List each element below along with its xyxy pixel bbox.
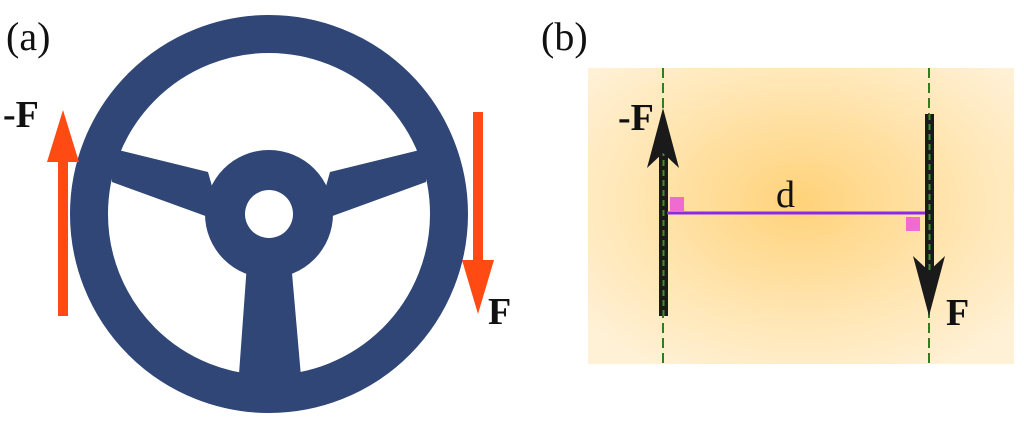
right-angle-marker-left bbox=[670, 197, 684, 211]
arrow-head-down bbox=[913, 256, 945, 316]
panel-b: (b) d -F F bbox=[541, 14, 1014, 364]
steering-wheel-icon bbox=[70, 15, 468, 413]
force-label-negative-f: -F bbox=[3, 94, 39, 136]
right-angle-marker-right bbox=[906, 217, 920, 231]
arrow-head-up bbox=[647, 108, 679, 168]
distance-label-d: d bbox=[776, 174, 795, 216]
panel-a-label: (a) bbox=[6, 14, 50, 59]
force-label-f-b: F bbox=[946, 292, 969, 334]
force-arrow-down bbox=[462, 112, 494, 314]
force-arrow-up bbox=[47, 110, 79, 316]
panel-a: (a) -F F bbox=[3, 14, 511, 413]
force-label-f: F bbox=[488, 291, 511, 333]
panel-b-label: (b) bbox=[541, 14, 588, 59]
force-label-negative-f-b: -F bbox=[618, 97, 654, 139]
